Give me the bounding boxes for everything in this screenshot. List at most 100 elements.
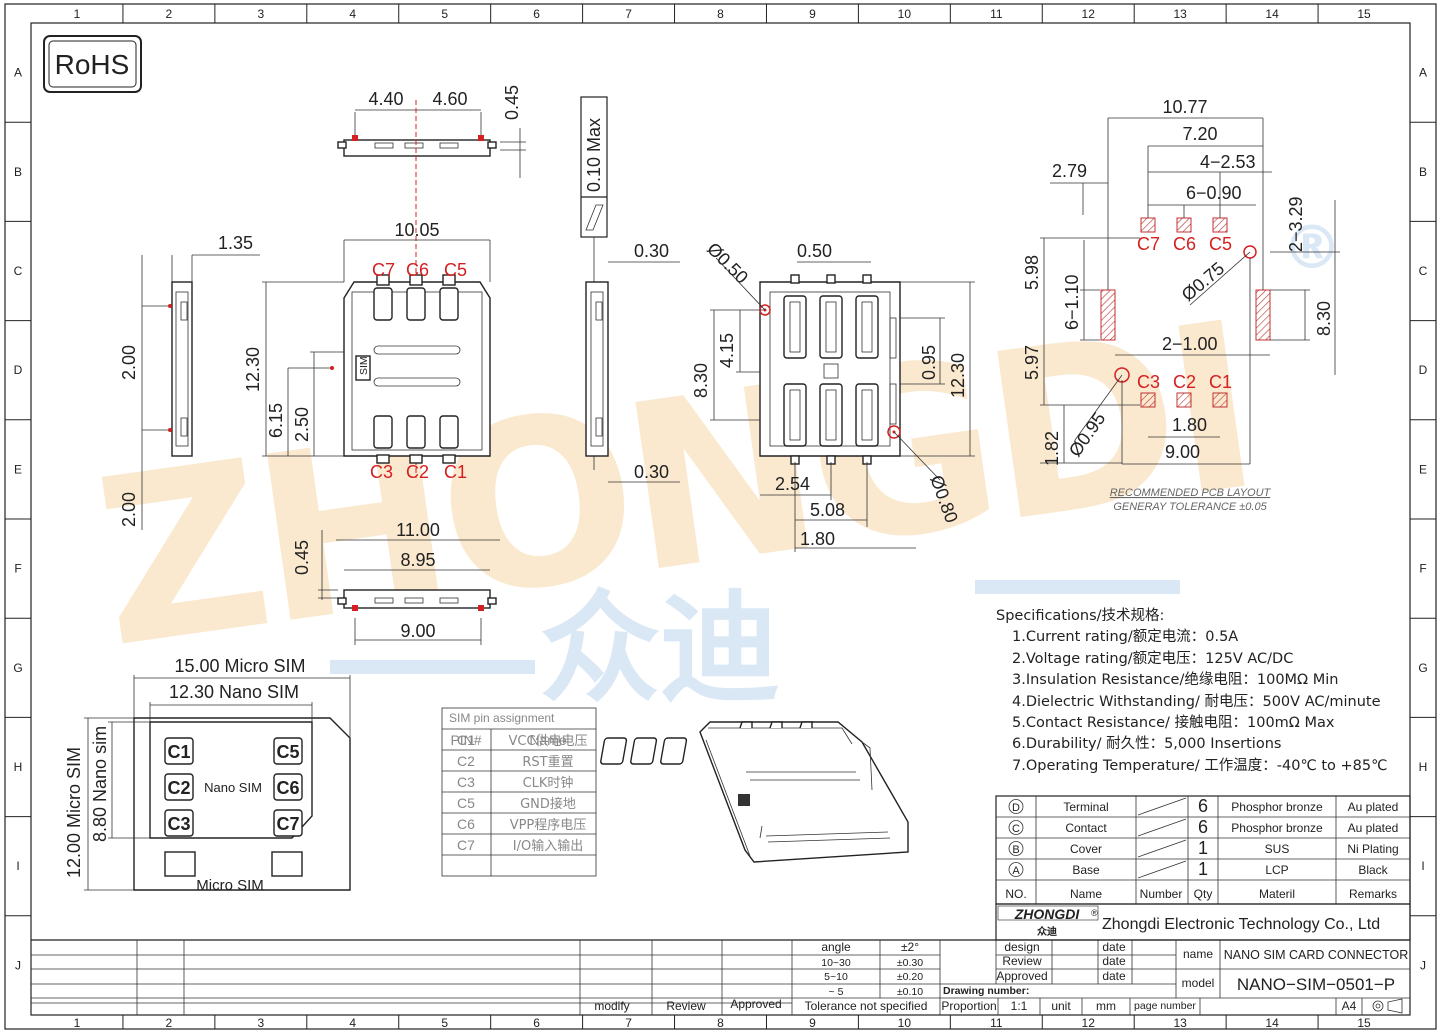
date-label-3: date (1102, 969, 1126, 983)
pin-row-pin: C5 (457, 795, 475, 811)
border-col-bottom: 9 (809, 1016, 816, 1030)
bom-header-no: NO. (1005, 887, 1026, 901)
sim-dim-nano-h: 8.80 Nano sim (90, 726, 110, 842)
pad-dim-1-80: 1.80 (800, 529, 835, 549)
bom-material: SUS (1265, 842, 1290, 856)
flatness-tol: 0.10 Max (584, 118, 604, 192)
spec-item-1: 1.Current rating/额定电流：0.5A (1012, 629, 1239, 646)
border-col-top: 13 (1173, 7, 1187, 21)
border-col-bottom: 15 (1357, 1016, 1371, 1030)
top-view: 4.40 4.60 0.45 (337, 85, 526, 178)
pin-header-name: Name (529, 732, 567, 748)
border-col-top: 14 (1265, 7, 1279, 21)
model-value: NANO−SIM−0501−P (1237, 975, 1395, 994)
date-label-1: date (1102, 940, 1126, 954)
front-view: SIM C7 C6 C5 C3 C2 C1 10.05 12.30 6.15 2… (243, 220, 491, 482)
bom-id: C (1012, 823, 1020, 835)
dim-4-60: 4.60 (432, 89, 467, 109)
pad-dim-12-30: 12.30 (948, 353, 968, 398)
border-col-top: 15 (1357, 7, 1371, 21)
pcb-title: RECOMMENDED PCB LAYOUT (1110, 487, 1272, 499)
border-row-right: J (1420, 958, 1426, 972)
border-row-left: H (14, 760, 23, 774)
right-view: 0.30 0.30 (585, 241, 680, 483)
company-name: Zhongdi Electronic Technology Co., Ltd (1102, 916, 1380, 933)
border-col-bottom: 14 (1265, 1016, 1279, 1030)
watermark-mark: ® (1282, 213, 1342, 283)
pad-dim-5-08: 5.08 (810, 500, 845, 520)
pcb-dim-10-77: 10.77 (1162, 97, 1207, 117)
pin-row-pin: C3 (457, 774, 475, 790)
border-col-bottom: 13 (1173, 1016, 1187, 1030)
border-row-left: I (16, 859, 19, 873)
dim-8-95: 8.95 (400, 550, 435, 570)
dim-4-40: 4.40 (368, 89, 403, 109)
border-col-top: 2 (166, 7, 173, 21)
name-label: name (1183, 947, 1213, 961)
bom-material: LCP (1265, 863, 1288, 877)
border-col-bottom: 6 (533, 1016, 540, 1030)
dim-2-00-a: 2.00 (119, 345, 139, 380)
pin-row-name: GND接地 (520, 796, 576, 812)
front-pin-c7: C7 (372, 260, 395, 280)
unit-label: unit (1051, 999, 1071, 1013)
border-row-right: I (1421, 859, 1424, 873)
title-block: ZHONGDI ® 众迪 Zhongdi Electronic Technolo… (31, 903, 1411, 1015)
bom-name: Cover (1070, 842, 1102, 856)
bom-id: A (1012, 865, 1020, 877)
dim-12-30-front: 12.30 (243, 347, 263, 392)
spec-item-6: 6.Durability/ 耐久性：5,000 Insertions (1012, 736, 1282, 753)
sim-contact-c2: C2 (167, 778, 190, 798)
sheet-size: A4 (1342, 999, 1357, 1013)
bom-material: Phosphor bronze (1231, 821, 1323, 835)
pin-row-pin: C6 (457, 816, 475, 832)
dim-9-00-bottom: 9.00 (400, 621, 435, 641)
tol-range-3: ~ 5 (829, 986, 844, 998)
approved-label: Approved (730, 997, 781, 1011)
pcb-dim-1-82: 1.82 (1042, 431, 1062, 466)
border-col-bottom: 12 (1082, 1016, 1096, 1030)
pcb-dim-2-3-29: 2−3.29 (1286, 196, 1306, 252)
border-col-top: 5 (441, 7, 448, 21)
pad-dim-0-95: 0.95 (919, 345, 939, 380)
spec-item-3: 3.Insulation Resistance/绝缘电阻：100MΩ Min (1012, 672, 1339, 689)
pcb-layout: C7 C6 C5 C3 C2 C1 10.77 7.20 4−2.53 2.79… (1022, 97, 1340, 513)
bom-qty: 1 (1198, 838, 1208, 858)
pcb-dim-2-79: 2.79 (1052, 161, 1087, 181)
pcb-dim-5-97: 5.97 (1022, 345, 1042, 380)
sim-micro-label: Micro SIM (196, 877, 264, 894)
sim-contact-c5: C5 (276, 742, 299, 762)
design-label: design (1004, 940, 1039, 954)
pin-row-pin: C2 (457, 753, 475, 769)
spec-item-4: 4.Dielectric Withstanding/ 耐电压：500V AC/m… (1012, 693, 1381, 710)
dim-10-05: 10.05 (394, 220, 439, 240)
border-row-left: F (14, 562, 21, 576)
pcb-pin-c2: C2 (1173, 372, 1196, 392)
pcb-dim-1-80: 1.80 (1172, 415, 1207, 435)
pad-dim-8-30: 8.30 (691, 363, 711, 398)
border-col-top: 7 (625, 7, 632, 21)
border-row-right: G (1418, 661, 1427, 675)
border-col-top: 10 (898, 7, 912, 21)
tol-range-1-value: ±0.30 (897, 957, 923, 969)
sim-contact-c1: C1 (167, 742, 190, 762)
border-col-bottom: 5 (441, 1016, 448, 1030)
pin-row-name: CLK时钟 (523, 775, 574, 791)
border-col-top: 9 (809, 7, 816, 21)
pcb-dim-4-2-53: 4−2.53 (1200, 152, 1256, 172)
border-row-left: B (14, 165, 22, 179)
bom-name: Contact (1065, 821, 1107, 835)
rohs-text: RoHS (55, 49, 130, 80)
spec-item-2: 2.Voltage rating/额定电压：125V AC/DC (1012, 650, 1294, 667)
bom-remarks: Au plated (1348, 821, 1399, 835)
tol-angle: angle (821, 940, 851, 954)
dim-2-00-b: 2.00 (119, 492, 139, 527)
pcb-pin-c5: C5 (1209, 234, 1232, 254)
border-col-bottom: 11 (990, 1016, 1003, 1030)
border-row-right: E (1419, 462, 1427, 476)
border-row-right: D (1419, 363, 1428, 377)
front-pin-c3: C3 (370, 462, 393, 482)
proportion-value: 1:1 (1011, 999, 1028, 1013)
pin-row-name: RST重置 (522, 754, 573, 770)
